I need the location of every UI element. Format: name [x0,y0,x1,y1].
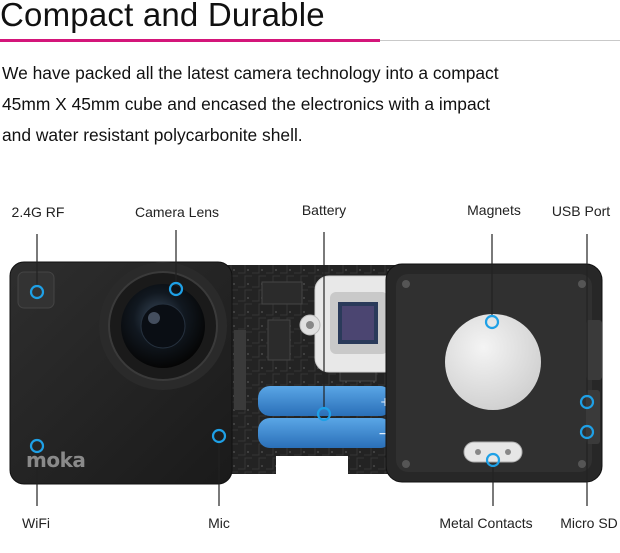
back-plate [385,263,603,483]
callout-lines [36,230,588,506]
description: We have packed all the latest camera tec… [2,58,612,151]
title-accent-rule [0,39,380,42]
callout-label-mic: Mic [208,515,230,531]
callout-label-rf: 2.4G RF [11,204,65,220]
moka-logo: moka [26,448,86,472]
marker-lens [168,281,184,297]
callout-label-battery: Battery [301,202,347,218]
callout-label-contacts: Metal Contacts [439,515,533,531]
description-line: 45mm X 45mm cube and encased the electro… [2,94,491,114]
marker-microsd [579,424,595,440]
callout-label-usb: USB Port [551,203,611,219]
camera-body [9,261,233,485]
marker-rf [29,284,45,300]
marker-magnets [484,314,500,330]
marker-contacts [485,452,501,468]
callout-label-magnets: Magnets [467,202,521,218]
marker-mic [211,428,227,444]
callout-label-wifi: WiFi [22,515,50,531]
svg-text:+: + [380,395,390,409]
title-divider [380,40,620,41]
image-sensor [299,275,419,373]
description-line: We have packed all the latest camera tec… [2,63,499,83]
svg-text:−: − [378,426,390,442]
marker-usb [579,394,595,410]
description-line: and water resistant polycarbonite shell. [2,125,303,145]
callout-label-microsd: Micro SD [560,515,618,531]
marker-wifi [29,438,45,454]
callout-label-lens: Camera Lens [134,204,220,220]
callout-markers [29,281,595,468]
marker-battery [316,406,332,422]
page-title: Compact and Durable [0,0,325,33]
